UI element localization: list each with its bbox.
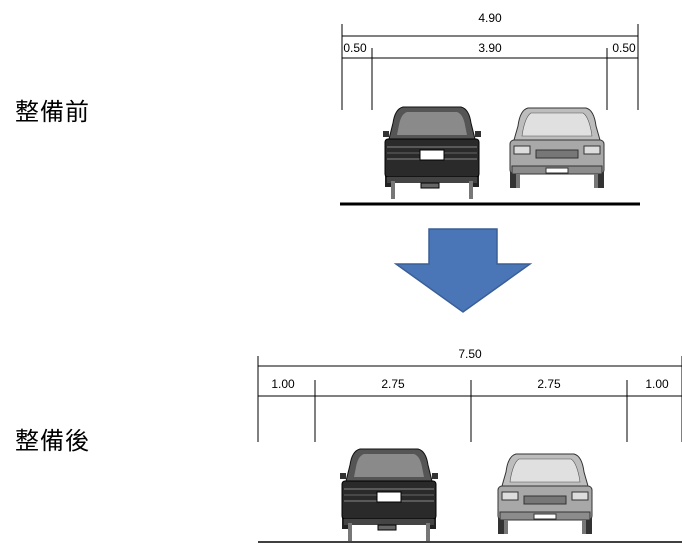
down-arrow — [393, 228, 533, 313]
after-label: 整備後 — [15, 427, 90, 455]
before-section: 4.90 0.50 3.90 0.50 — [340, 11, 640, 206]
after-total-width: 7.50 — [458, 347, 482, 361]
before-total-width: 4.90 — [478, 11, 502, 25]
before-lane-width: 3.90 — [478, 41, 502, 55]
after-car-rear — [339, 448, 439, 542]
after-right-shoulder: 1.00 — [645, 377, 669, 391]
after-left-shoulder: 1.00 — [271, 377, 295, 391]
before-label: 整備前 — [15, 98, 90, 126]
before-right-shoulder: 0.50 — [612, 41, 636, 55]
after-section: 7.50 1.00 2.75 2.75 1.00 — [257, 347, 682, 543]
after-lane-left-width: 2.75 — [381, 377, 405, 391]
before-left-shoulder: 0.50 — [343, 41, 367, 55]
before-car-rear — [382, 106, 482, 200]
before-car-front — [509, 107, 605, 189]
after-lane-right-width: 2.75 — [537, 377, 561, 391]
after-car-front — [497, 453, 593, 535]
